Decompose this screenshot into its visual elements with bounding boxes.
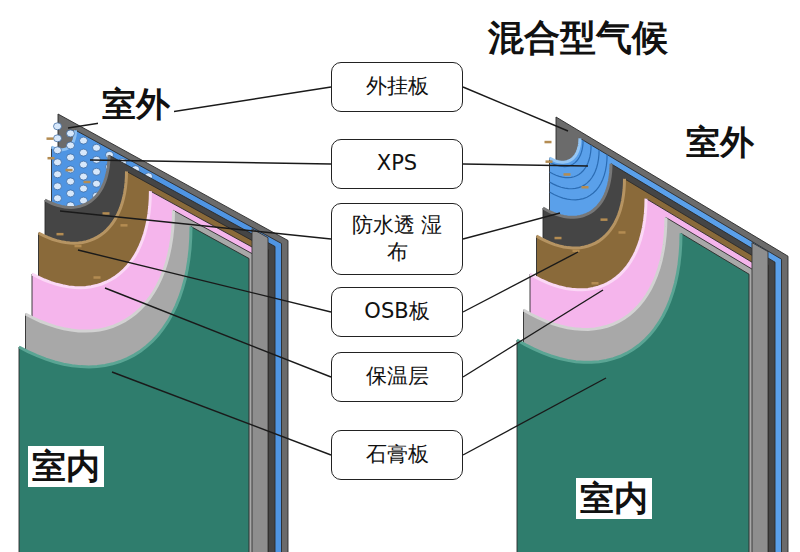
layer-cut-rim	[537, 179, 625, 248]
osb-chip	[582, 186, 589, 189]
xps-dot	[54, 183, 62, 190]
xps-dot	[67, 142, 75, 149]
osb-chip	[84, 181, 91, 184]
xps-dot	[93, 144, 101, 151]
layer-cut-rim	[524, 217, 666, 329]
xps-dot	[80, 173, 88, 180]
xps-dot	[54, 123, 62, 130]
side-label: 室内	[28, 446, 104, 487]
osb-chip	[94, 276, 101, 279]
layer-cut-rim	[530, 199, 646, 290]
side-label: 室外	[682, 122, 758, 163]
layer-cut-rim	[32, 191, 150, 288]
osb-chip	[47, 137, 54, 140]
right-wall	[517, 117, 788, 552]
osb-chip	[601, 218, 608, 221]
callout-box: 石膏板	[331, 430, 463, 480]
xps-dot	[67, 154, 75, 161]
xps-dot	[67, 166, 75, 173]
stud	[752, 243, 768, 552]
leader-line	[90, 160, 331, 164]
layer-cut-rim	[543, 164, 611, 217]
xps-groove	[550, 155, 608, 200]
xps-dot	[54, 195, 62, 202]
osb-chip	[103, 212, 110, 215]
osb-chip	[48, 157, 55, 160]
callout-box: 保温层	[331, 352, 463, 402]
layer-cut-rim	[19, 227, 191, 367]
callout-text: 防水透 湿布	[346, 212, 448, 267]
osb-chip	[57, 233, 64, 236]
stud	[252, 229, 268, 552]
xps-dot	[80, 137, 88, 144]
layer-cut-rim	[26, 210, 174, 331]
leader-line	[463, 164, 588, 166]
leader-line	[463, 87, 568, 131]
xps-groove	[550, 140, 584, 166]
xps-dot	[80, 185, 88, 192]
side-label: 室外	[98, 84, 174, 125]
layer-cut-rim	[550, 138, 580, 162]
callout-text: XPS	[377, 150, 417, 177]
layer-cut-rim	[52, 130, 76, 150]
callout-box: XPS	[331, 139, 463, 189]
osb-chip	[66, 169, 73, 172]
xps-dot	[54, 159, 62, 166]
osb-chip	[592, 282, 599, 285]
leader-line	[105, 288, 331, 377]
xps-dot	[80, 161, 88, 168]
callout-text: 石膏板	[366, 441, 429, 468]
osb-chip	[121, 224, 128, 227]
osb-chip	[555, 237, 562, 240]
osb-chip	[619, 231, 626, 234]
side-label: 室内	[576, 478, 652, 519]
osb-chip	[75, 245, 82, 248]
xps-dot	[80, 149, 88, 156]
osb-chip	[573, 250, 580, 253]
osb-chip	[564, 173, 571, 176]
xps-dot	[54, 147, 62, 154]
wall-layer	[19, 227, 249, 552]
leader-line	[60, 211, 331, 239]
leader-line	[112, 372, 331, 455]
xps-dot	[67, 178, 75, 185]
xps-groove	[550, 145, 592, 178]
leader-line	[463, 378, 606, 455]
osb-chip	[545, 141, 552, 144]
left-wall	[19, 114, 288, 552]
xps-dot	[93, 168, 101, 175]
osb-chip	[546, 160, 553, 163]
layer-cut-rim	[39, 171, 127, 243]
callout-box: 外挂板	[331, 62, 463, 112]
xps-dot	[54, 135, 62, 142]
diagram-title: 混合型气候	[488, 16, 668, 59]
layer-cut-rim	[517, 233, 681, 362]
leader-line	[463, 252, 578, 312]
leader-line	[463, 290, 603, 377]
callout-box: 防水透 湿布	[331, 203, 463, 276]
callout-text: OSB板	[364, 298, 429, 325]
xps-dot	[67, 190, 75, 197]
leader-line	[463, 213, 560, 239]
xps-groove	[550, 150, 600, 189]
layer-cut-rim	[45, 155, 109, 207]
xps-dot	[54, 171, 62, 178]
leader-line	[78, 250, 331, 312]
xps-dot	[93, 180, 101, 187]
callout-box: OSB板	[331, 287, 463, 337]
wall-layer	[517, 233, 749, 552]
xps-dot	[67, 130, 75, 137]
callout-text: 保温层	[366, 363, 429, 390]
callout-text: 外挂板	[366, 73, 429, 100]
